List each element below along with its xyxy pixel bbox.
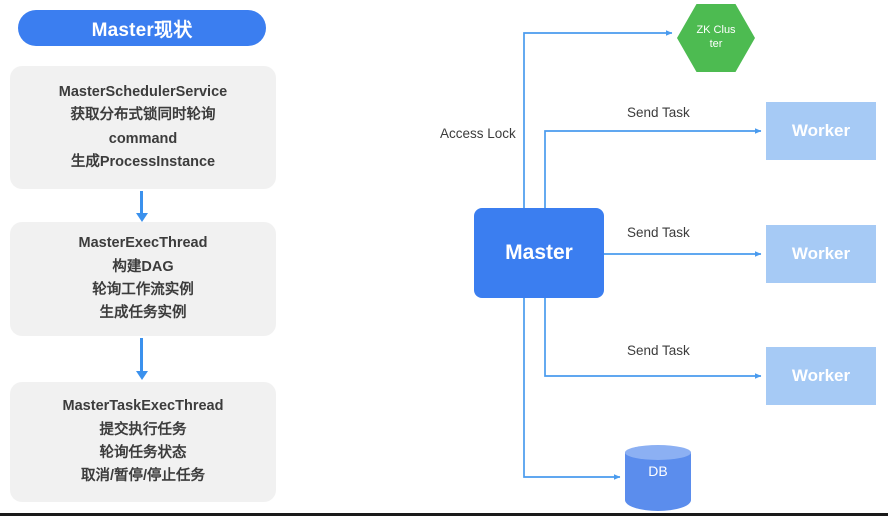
worker-label: Worker xyxy=(791,121,851,140)
flow-card-master-exec-thread: MasterExecThread 构建DAG 轮询工作流实例 生成任务实例 xyxy=(10,222,276,336)
flow-card-line: 获取分布式锁同时轮询 xyxy=(70,107,216,124)
architecture-panel: ZK Cluster Master Worker Worker Worker D… xyxy=(300,0,888,513)
flow-arrow-down xyxy=(135,338,148,380)
flow-card-line: 提交执行任务 xyxy=(99,421,187,438)
wire-master-to-worker-1 xyxy=(544,128,762,208)
node-zk-cluster[interactable]: ZK Cluster xyxy=(677,4,755,72)
edge-label-send-task-3: Send Task xyxy=(627,343,690,358)
flow-card-master-task-exec-thread: MasterTaskExecThread 提交执行任务 轮询任务状态 取消/暂停… xyxy=(10,382,276,502)
database-label: DB xyxy=(648,463,668,479)
edge-label-send-task-1: Send Task xyxy=(627,105,690,120)
flow-card-line: MasterSchedulerService xyxy=(58,83,228,100)
flow-card-line: 生成任务实例 xyxy=(99,305,187,322)
master-flow-panel: Master现状 MasterSchedulerService 获取分布式锁同时… xyxy=(0,0,300,513)
flow-card-line: 生成ProcessInstance xyxy=(70,153,216,170)
node-master[interactable]: Master xyxy=(474,208,604,298)
edge-label-access-lock: Access Lock xyxy=(440,126,516,141)
flow-card-line: 轮询工作流实例 xyxy=(92,282,194,298)
flow-card-line: 取消/暂停/停止任务 xyxy=(80,468,206,485)
zk-cluster-label: ZK Cluster xyxy=(696,24,736,50)
flow-card-line: command xyxy=(108,130,178,147)
node-worker-2[interactable]: Worker xyxy=(766,225,876,283)
flow-card-line: MasterExecThread xyxy=(78,235,208,252)
wire-master-to-worker-3 xyxy=(544,298,762,379)
node-worker-3[interactable]: Worker xyxy=(766,347,876,405)
node-worker-1[interactable]: Worker xyxy=(766,102,876,160)
cylinder-body xyxy=(625,452,691,511)
connector-wires xyxy=(523,30,762,480)
node-database[interactable]: DB xyxy=(625,443,691,511)
flow-card-line: 构建DAG xyxy=(112,258,174,275)
flow-card-line: MasterTaskExecThread xyxy=(62,398,224,415)
edge-label-send-task-2: Send Task xyxy=(627,225,690,240)
flow-card-line: 轮询任务状态 xyxy=(99,445,187,461)
worker-label: Worker xyxy=(791,244,851,263)
flow-arrow-down xyxy=(135,191,148,222)
wire-master-to-zk xyxy=(523,30,673,208)
master-label: Master xyxy=(505,241,573,264)
flow-card-master-scheduler-service: MasterSchedulerService 获取分布式锁同时轮询 comman… xyxy=(10,66,276,189)
cylinder-top-ellipse xyxy=(625,445,691,460)
wire-master-to-db xyxy=(523,298,621,480)
panel-title-badge: Master现状 xyxy=(18,10,266,46)
worker-label: Worker xyxy=(791,366,851,385)
